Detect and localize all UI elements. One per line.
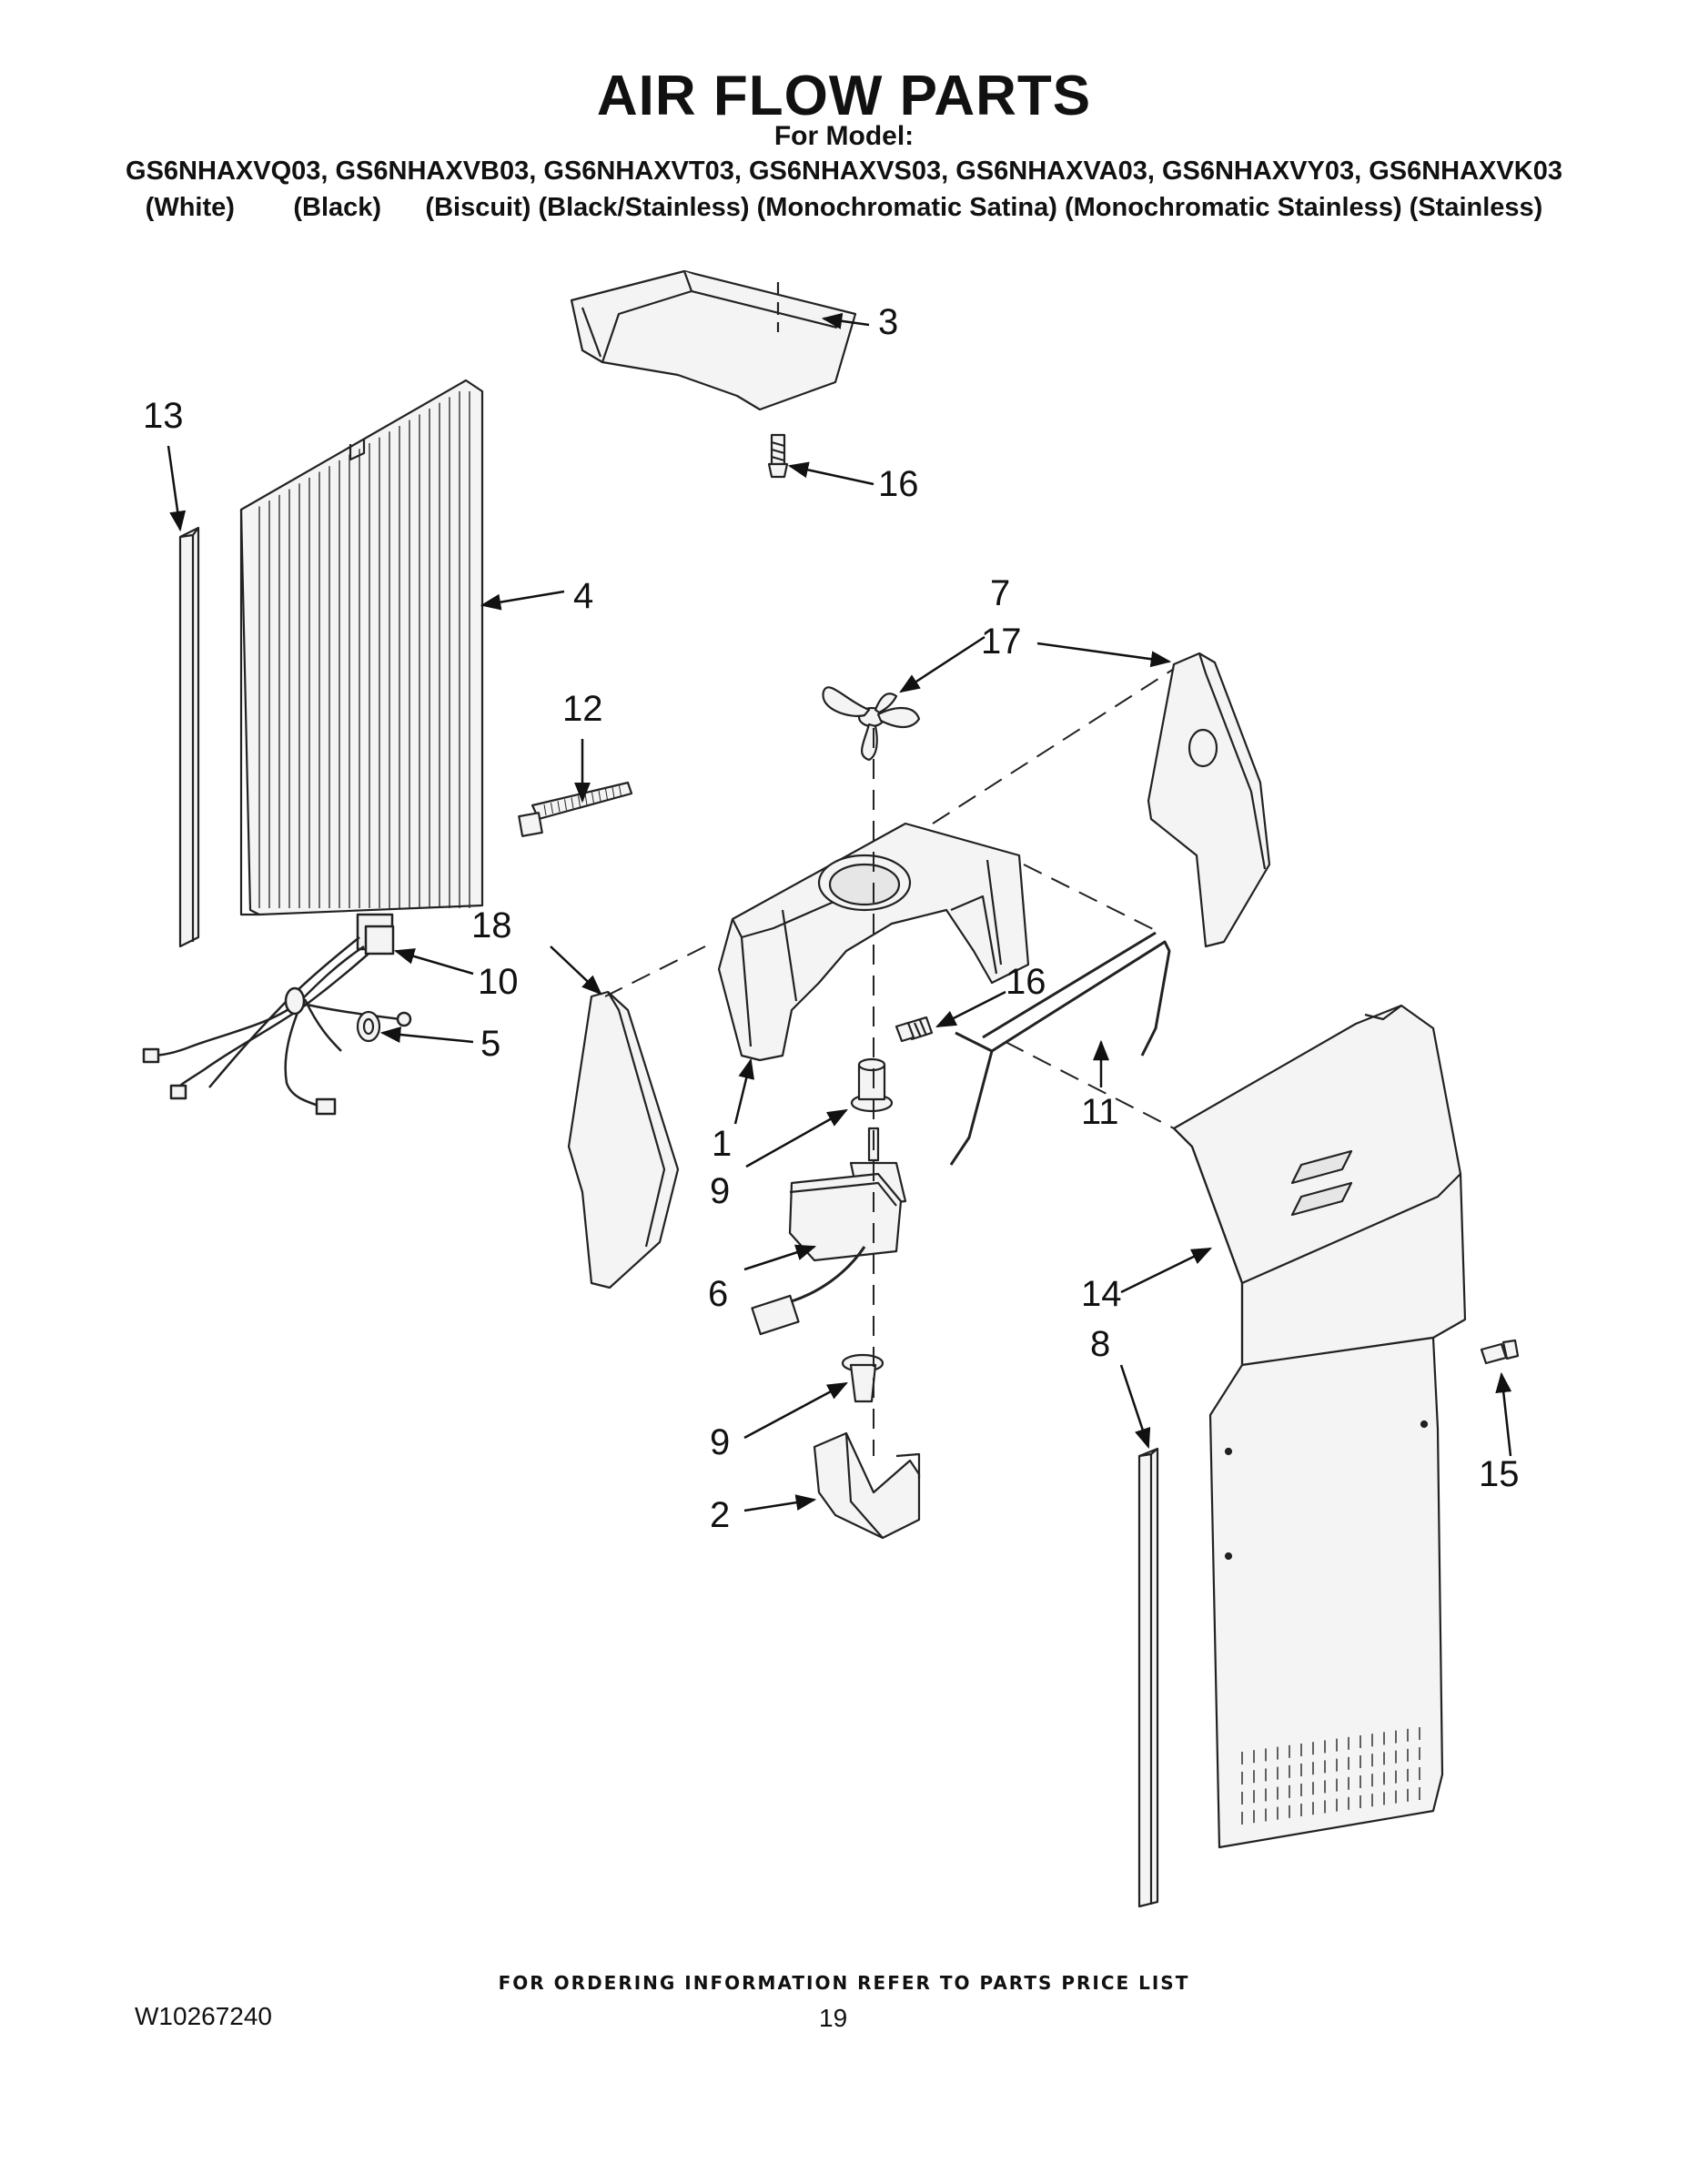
callout-14: 14 bbox=[1081, 1274, 1122, 1314]
motor-bracket-part-2 bbox=[813, 1431, 921, 1540]
wire-bracket-part-11 bbox=[949, 931, 1171, 1166]
callout-16-mid: 16 bbox=[1006, 962, 1046, 1002]
model-colors: (White) (Black) (Biscuit) (Black/Stainle… bbox=[145, 193, 1543, 222]
evaporator-coil-part-4 bbox=[239, 379, 484, 916]
fan-blade-part-7 bbox=[822, 686, 921, 762]
fan-shroud-part-1 bbox=[717, 822, 1030, 1062]
callout-6: 6 bbox=[708, 1274, 728, 1314]
callout-13: 13 bbox=[143, 396, 184, 436]
air-duct-cover-part-14 bbox=[1172, 1004, 1467, 1849]
callout-15: 15 bbox=[1479, 1454, 1520, 1494]
callout-4: 4 bbox=[573, 576, 593, 616]
callout-18: 18 bbox=[471, 905, 512, 945]
callout-1: 1 bbox=[712, 1124, 732, 1164]
callout-17: 17 bbox=[981, 622, 1022, 662]
callout-9-lower: 9 bbox=[710, 1422, 730, 1462]
callout-8: 8 bbox=[1090, 1324, 1110, 1364]
callout-7: 7 bbox=[990, 573, 1010, 613]
foam-strip-part-8 bbox=[1137, 1447, 1159, 1908]
screw-part-16-top bbox=[767, 433, 789, 479]
leader-arrows bbox=[167, 312, 1512, 1512]
callout-12: 12 bbox=[562, 689, 603, 729]
callout-5: 5 bbox=[480, 1024, 500, 1064]
callout-2: 2 bbox=[710, 1495, 730, 1535]
assembly-lines bbox=[604, 668, 1175, 1456]
wire-harness-part-10 bbox=[142, 913, 412, 1116]
callout-16-top: 16 bbox=[878, 464, 919, 504]
air-duct-part-3 bbox=[570, 269, 857, 411]
callout-3: 3 bbox=[878, 302, 898, 342]
side-panel-part-18 bbox=[567, 990, 680, 1289]
side-panel-part-17 bbox=[1147, 652, 1271, 948]
fan-motor-part-6 bbox=[751, 1127, 907, 1336]
ordering-note: FOR ORDERING INFORMATION REFER TO PARTS … bbox=[498, 1972, 1190, 1994]
model-list: GS6NHAXVQ03, GS6NHAXVB03, GS6NHAXVT03, G… bbox=[126, 157, 1562, 186]
screw-part-16-mid bbox=[895, 1016, 934, 1043]
motor-mount-part-9-upper bbox=[850, 1057, 894, 1113]
callout-11: 11 bbox=[1081, 1092, 1119, 1132]
page-number: 19 bbox=[819, 2004, 848, 2032]
cable-tie-part-12 bbox=[518, 781, 633, 837]
foam-strip-part-13 bbox=[178, 526, 200, 948]
callout-10: 10 bbox=[478, 962, 519, 1002]
model-subtitle: For Model: bbox=[773, 121, 915, 151]
document-number: W10267240 bbox=[135, 2002, 273, 2030]
callout-9-upper: 9 bbox=[710, 1171, 730, 1211]
motor-mount-part-9-lower bbox=[841, 1353, 884, 1403]
screw-part-15 bbox=[1480, 1339, 1520, 1365]
grommet-part-5 bbox=[356, 1010, 381, 1043]
page-title: AIR FLOW PARTS bbox=[596, 65, 1092, 127]
